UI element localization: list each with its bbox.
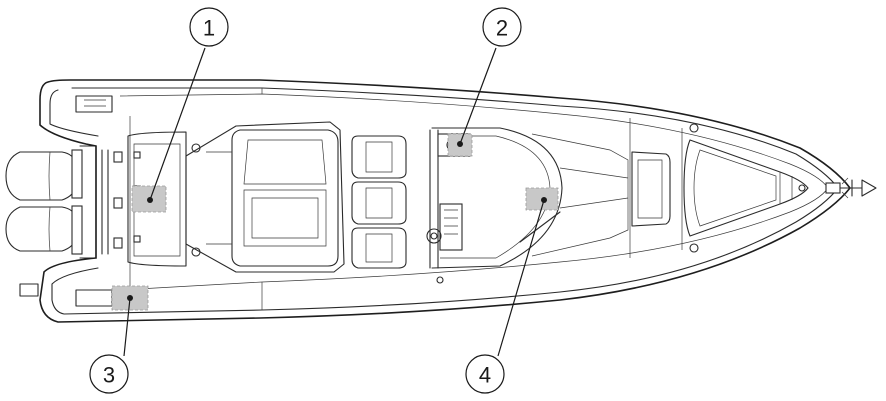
callout-3-label: 3 xyxy=(103,363,115,388)
engine-lower xyxy=(5,206,77,252)
callout-1-leader xyxy=(149,47,206,201)
front-lounge xyxy=(631,151,671,227)
hull-outline xyxy=(39,79,852,323)
bow-details xyxy=(683,123,877,253)
outboard-engines xyxy=(5,145,97,259)
lounge-seats xyxy=(206,129,339,267)
callout-2-leader xyxy=(459,47,497,145)
stern-details xyxy=(19,95,131,307)
callout-2-label: 2 xyxy=(496,16,508,41)
callout-1-label: 1 xyxy=(203,16,215,41)
callout-4-label: 4 xyxy=(479,363,491,388)
callout-4: 4 xyxy=(465,197,547,394)
hull-outer xyxy=(39,79,852,323)
callout-1: 1 xyxy=(147,7,229,203)
callout-3: 3 xyxy=(89,295,133,394)
callout-2: 2 xyxy=(457,7,522,147)
callout-3-leader xyxy=(123,297,131,357)
callout-4-leader xyxy=(497,199,545,357)
engine-upper xyxy=(5,151,77,201)
helm-seats xyxy=(351,135,407,269)
